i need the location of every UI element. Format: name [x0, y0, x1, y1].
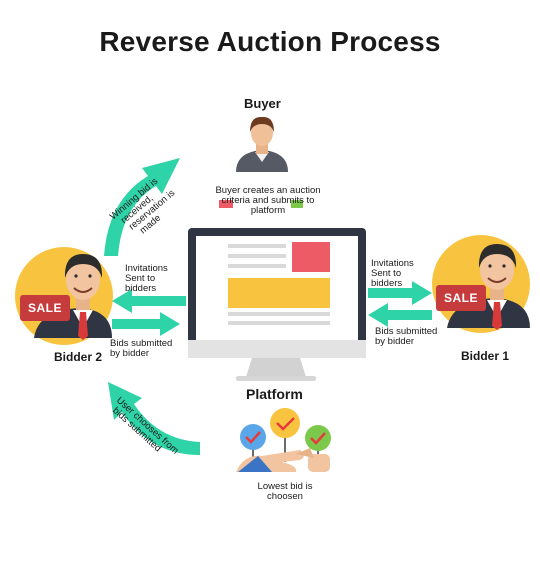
lowest-bid-line: Lowest bid is [257, 481, 313, 492]
buyer-caption-line: criteria and submits to [221, 195, 315, 206]
arrow-label-line: by bidder [110, 348, 150, 359]
arrow-label-line: Bids submitted [375, 326, 438, 337]
arrow-label-line: Invitations [125, 263, 168, 274]
arrow-bids-from-bidder-2 [112, 312, 180, 336]
arrow-winning-bid [104, 158, 180, 256]
arrow-bids-from-bidder-1 [368, 303, 432, 327]
arrow-label-line: bidders [125, 283, 157, 294]
arrow-invitations-to-bidder-2 [112, 289, 186, 313]
bids-left-label: Bids submitted by bidder [110, 339, 172, 359]
arrow-invitations-to-bidder-1 [368, 281, 432, 305]
buyer-caption: Buyer creates an auction criteria and su… [206, 186, 330, 216]
screen-red-block [292, 242, 330, 272]
user-chooses-label: User chooses from bids submitted [107, 395, 182, 466]
buyer-caption-line: platform [250, 205, 286, 216]
arrow-label-line: Invitations [371, 258, 414, 269]
bidder-1-sign-text: SALE [443, 291, 478, 305]
invitations-right-label: Invitations Sent to bidders [371, 259, 414, 289]
arrows [104, 158, 432, 455]
bids-right-label: Bids submitted by bidder [375, 327, 437, 347]
arrow-label-line: bidders [371, 278, 403, 289]
bidder-2-sale-sign [20, 295, 70, 321]
bidder-2-avatar [15, 247, 113, 345]
bidder-1-label: Bidder 1 [461, 349, 510, 363]
bidder-2-label: Bidder 2 [54, 350, 103, 364]
arrow-label-line: Sent to [125, 273, 156, 284]
buyer-label: Buyer [244, 96, 281, 111]
hands-voting-icon [236, 408, 331, 472]
arrow-user-chooses [108, 382, 200, 455]
diagram-title: Reverse Auction Process [99, 26, 441, 57]
screen-yellow-block [228, 278, 330, 308]
buyer-caption-line: Buyer creates an auction [215, 185, 321, 196]
lowest-bid-label: Lowest bid is choosen [250, 482, 320, 502]
buyer-icon [236, 116, 288, 172]
buyer-highlight-marks [219, 200, 303, 208]
arrow-label-line: by bidder [375, 336, 415, 347]
bidder-1-sale-sign [436, 285, 486, 311]
platform-label: Platform [246, 386, 303, 402]
arrow-label-line: Bids submitted [110, 338, 173, 349]
bidder-2-sign-text: SALE [27, 301, 62, 315]
monitor-icon [188, 228, 366, 381]
arrow-label-line: Sent to [371, 268, 402, 279]
bidder-1-avatar [432, 235, 530, 333]
invitations-left-label: Invitations Sent to bidders [125, 264, 168, 294]
lowest-bid-line: choosen [267, 491, 303, 502]
